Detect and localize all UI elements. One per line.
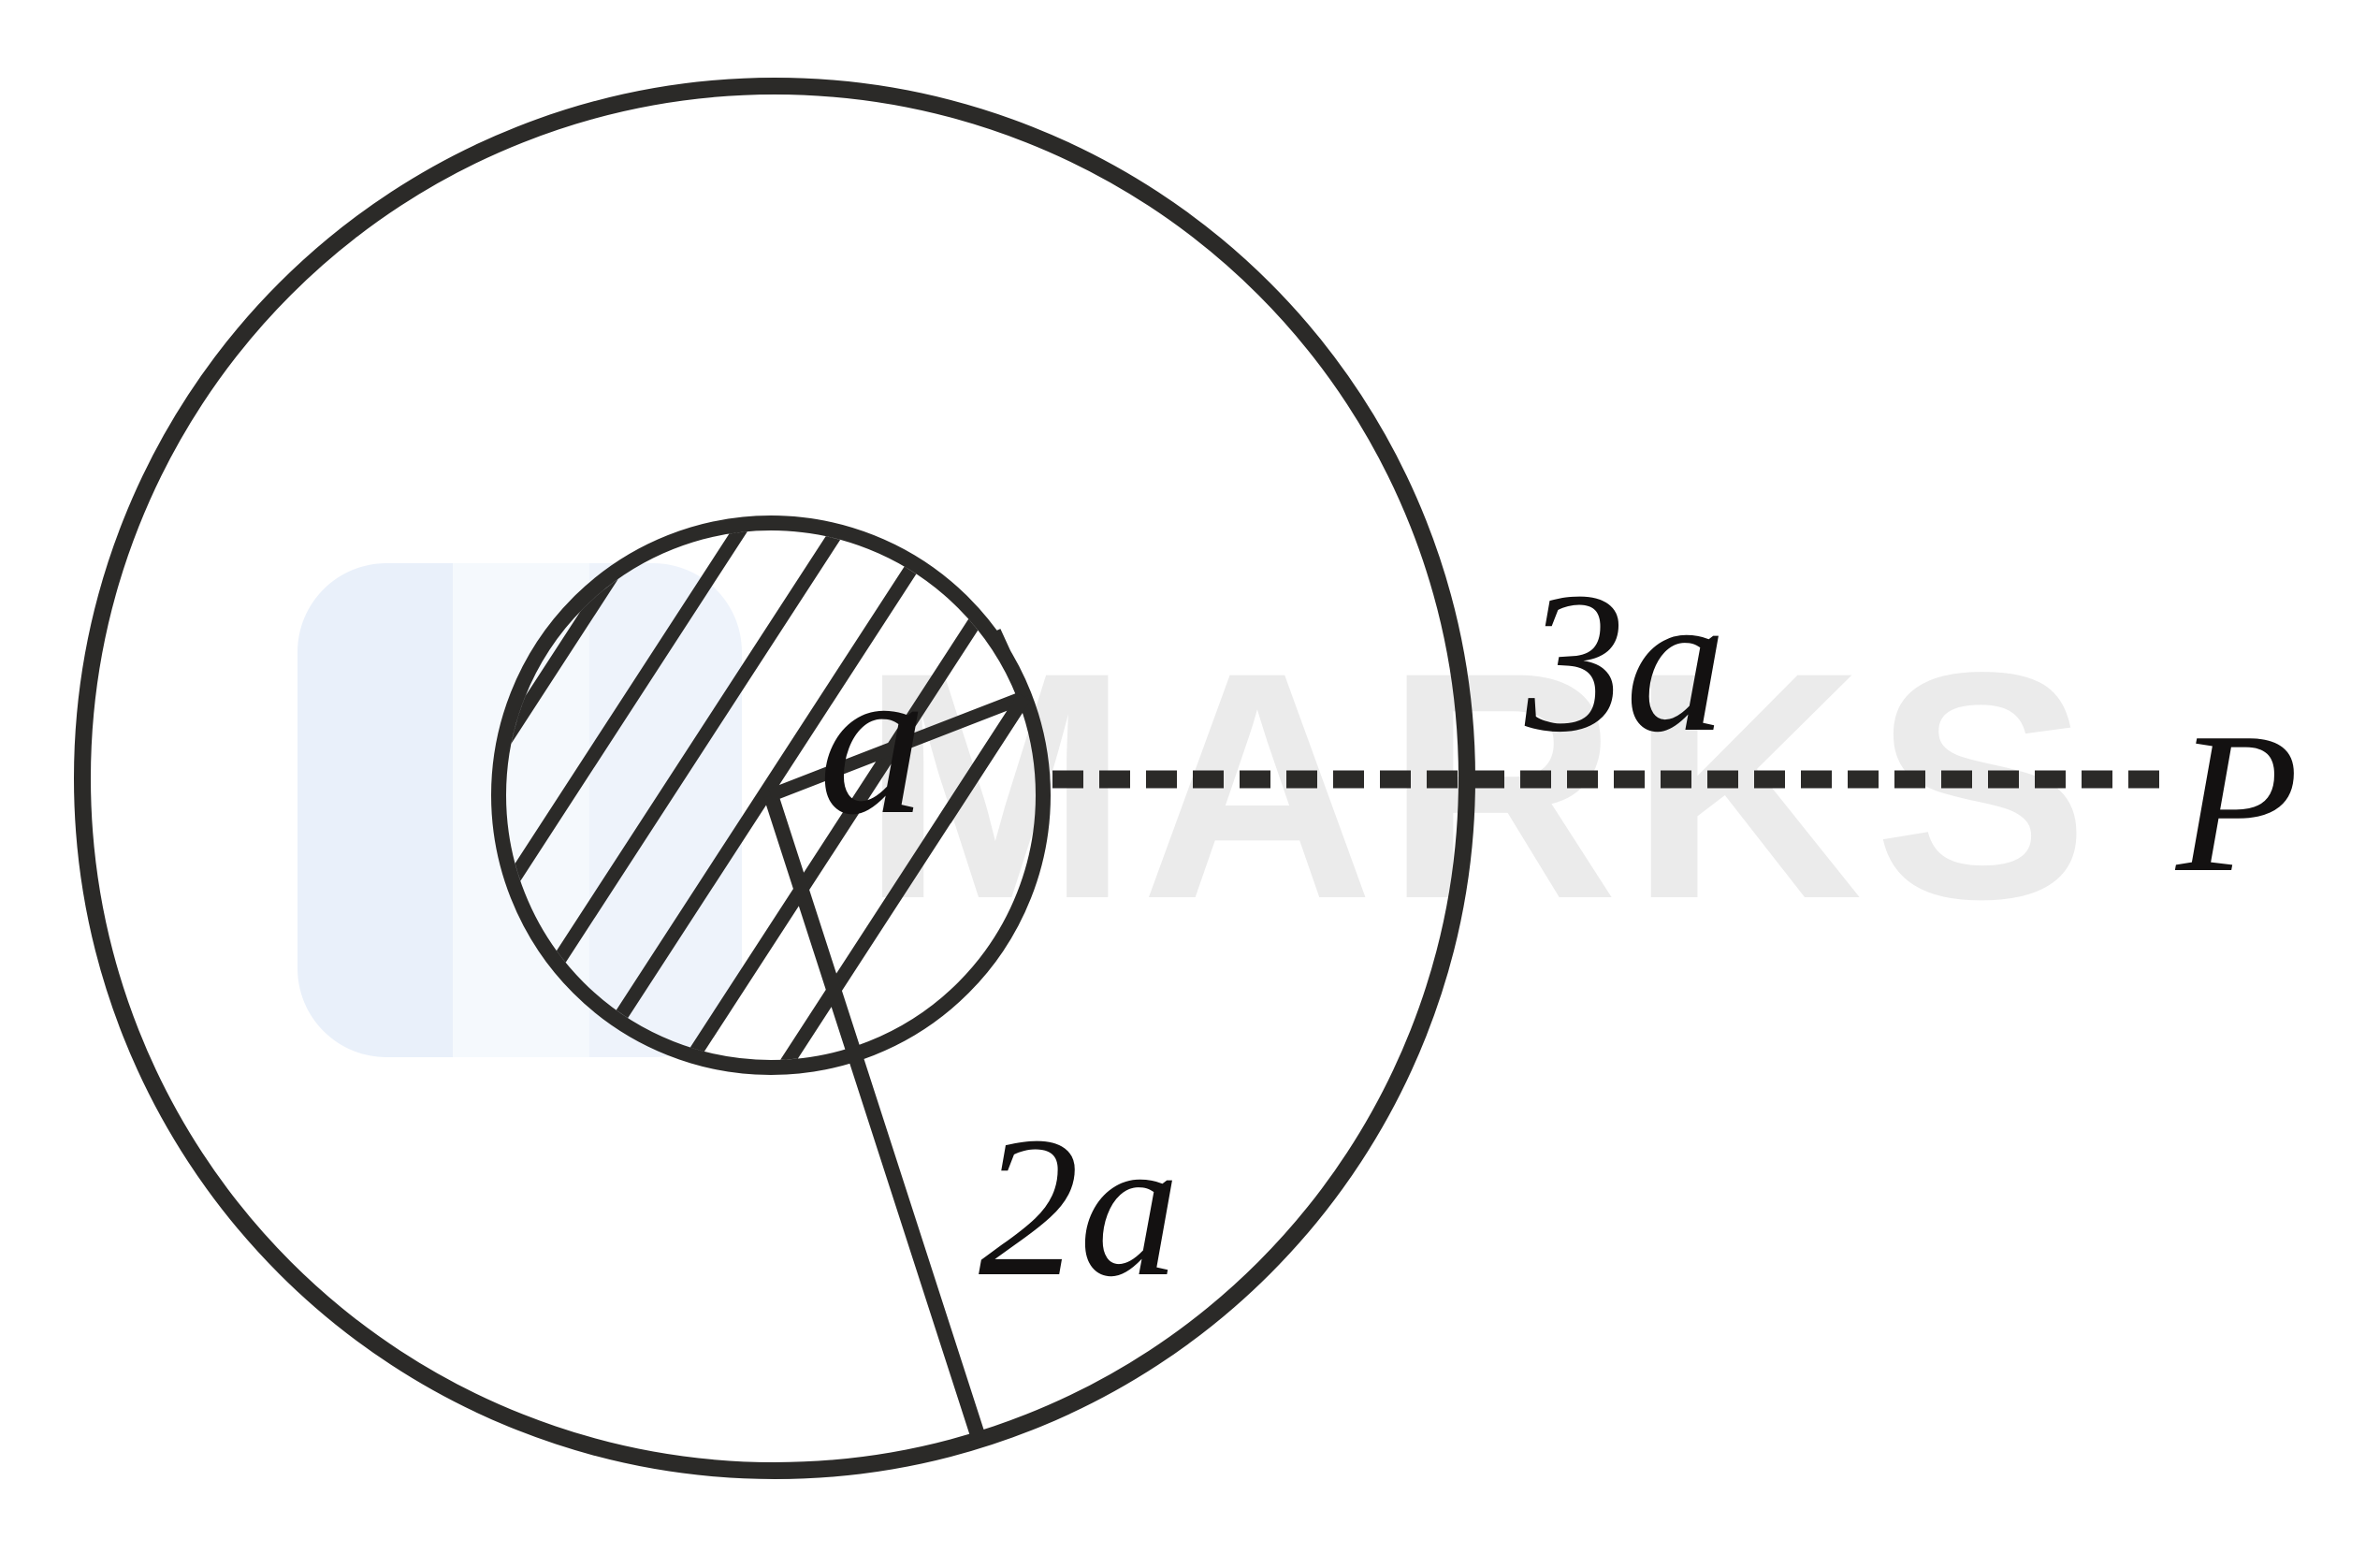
hatch-line [666,582,1005,1060]
hatch-line [528,530,866,1003]
hatch-line [597,537,936,1048]
label-distance-3a: 3a [1524,550,1726,774]
cavity-circle [491,515,1051,1075]
arrowhead-upper-barb [988,629,1031,700]
label-inner-radius: a [819,620,926,859]
arrowhead-lower-barb [938,692,1031,824]
label-outer-radius-2a: 2a [979,1095,1180,1318]
watermark-logo-left-band [298,563,453,1057]
sphere-circle [74,78,1475,1479]
cavity-radius-arrow [768,629,1031,824]
arrow-shaft [768,690,1027,802]
label-point-P: P [2174,690,2299,914]
hatch-line [506,530,797,958]
sphere-radius-line [763,792,986,1441]
hatch-line [506,530,729,913]
